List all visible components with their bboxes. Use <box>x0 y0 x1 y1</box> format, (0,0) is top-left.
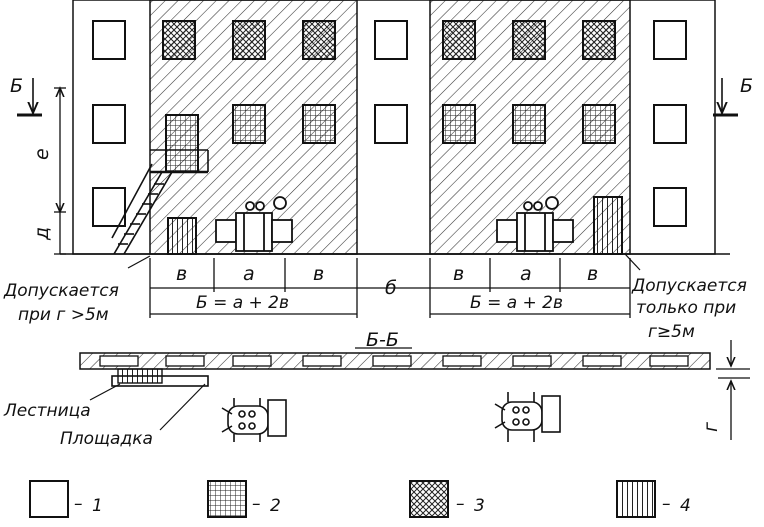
note-right-line2: только при <box>636 298 736 318</box>
section-marker-left: Б <box>10 75 42 117</box>
window-reinforced <box>442 20 476 60</box>
window-mesh <box>512 104 546 144</box>
note-right: Допускается только при г≥5м <box>624 253 747 342</box>
legend-number: 1 <box>92 496 103 516</box>
note-right-line3: г≥5м <box>648 322 695 342</box>
dim-b: б <box>385 277 397 299</box>
window-plain <box>653 104 687 144</box>
section-title: Б-Б <box>366 329 399 351</box>
window-reinforced <box>582 20 616 60</box>
outdoor-stair <box>111 149 209 255</box>
legend-swatch-mesh <box>207 480 247 518</box>
window-reinforced <box>232 20 266 60</box>
transformer-right <box>496 196 574 252</box>
window-reinforced <box>302 20 336 60</box>
dim-g: г <box>700 421 722 432</box>
note-left: Допускается при г >5м <box>3 255 151 325</box>
window-reinforced <box>512 20 546 60</box>
platform-plan <box>111 375 209 387</box>
section-marker-right: Б <box>713 75 753 117</box>
dim-v: в <box>313 263 324 285</box>
dim-v: в <box>587 263 598 285</box>
dim-e: е <box>31 148 53 160</box>
door-upper-left <box>165 114 199 173</box>
window-plain <box>92 20 126 60</box>
transformer-left <box>215 196 293 252</box>
legend-swatch-plain <box>29 480 69 518</box>
dim-d: д <box>31 227 53 241</box>
window-mesh <box>302 104 336 144</box>
legend-dash: – <box>662 494 671 514</box>
vertical-dimensions <box>54 88 66 255</box>
door-lower-left <box>167 217 197 255</box>
window-plain <box>374 20 408 60</box>
section-marker-letter: Б <box>740 75 753 97</box>
note-left-line1: Допускается <box>3 281 119 301</box>
window-plain <box>653 20 687 60</box>
formula-left: Б = а + 2в <box>196 293 289 313</box>
window-mesh <box>232 104 266 144</box>
window-mesh <box>582 104 616 144</box>
dim-a: а <box>520 263 532 285</box>
label-stair: Лестница <box>3 401 91 421</box>
window-plain <box>92 187 126 227</box>
section-marker-letter: Б <box>10 75 23 97</box>
dim-a: а <box>243 263 255 285</box>
door-right <box>593 196 623 255</box>
window-mesh <box>442 104 476 144</box>
note-right-line1: Допускается <box>631 276 747 296</box>
window-plain <box>653 187 687 227</box>
transformer-plan-left <box>221 398 287 442</box>
transformer-plan-right <box>494 392 561 442</box>
legend-number: 2 <box>270 496 281 516</box>
label-platform: Площадка <box>60 429 153 449</box>
window-plain <box>92 104 126 144</box>
windows <box>92 20 687 227</box>
legend-dash: – <box>74 494 83 514</box>
note-left-line2: при г >5м <box>18 305 109 325</box>
window-plain <box>374 104 408 144</box>
legend-swatch-door <box>616 480 656 518</box>
legend-number: 4 <box>680 496 691 516</box>
doors <box>165 114 623 255</box>
dim-v: в <box>453 263 464 285</box>
dim-v: в <box>176 263 187 285</box>
legend-dash: – <box>456 494 465 514</box>
window-reinforced <box>162 20 196 60</box>
section-plan <box>79 347 711 431</box>
dim-g-line <box>716 340 750 440</box>
horizontal-dimensions <box>149 258 631 318</box>
legend: – 1 – 2 – 3 – 4 <box>29 480 691 518</box>
legend-swatch-reinforced <box>409 480 449 518</box>
formula-right: Б = а + 2в <box>470 293 563 313</box>
legend-number: 3 <box>474 496 485 516</box>
legend-dash: – <box>252 494 261 514</box>
